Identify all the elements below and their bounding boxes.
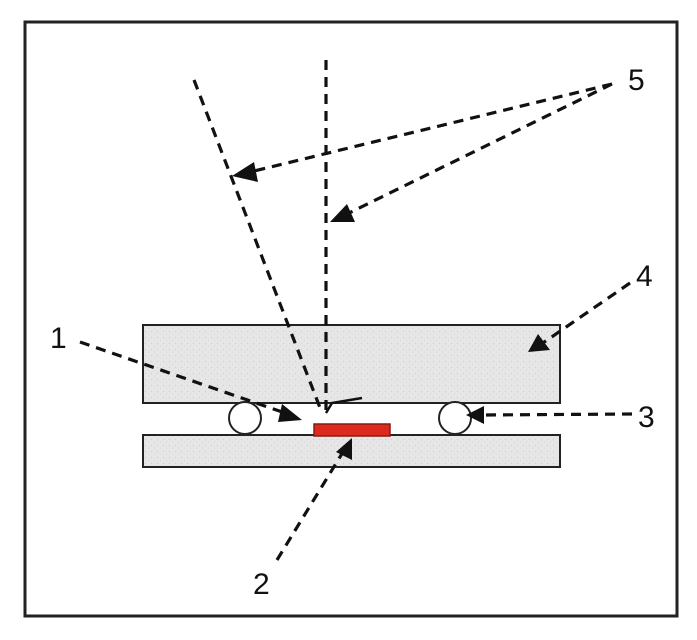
label-3: 3 — [638, 401, 655, 434]
leader-4 — [539, 281, 631, 347]
arrowhead-5a — [232, 162, 258, 182]
leader-3 — [481, 412, 633, 417]
arrowhead-2 — [336, 438, 352, 460]
upper-plate — [142, 324, 561, 404]
label-4: 4 — [636, 260, 653, 293]
spacer-ball-left — [228, 401, 262, 435]
reflected-beam — [324, 396, 363, 414]
leader-1 — [79, 340, 286, 415]
arrowhead-3 — [466, 406, 484, 424]
label-1: 1 — [50, 322, 67, 355]
leader-5b — [344, 82, 613, 217]
label-5: 5 — [628, 64, 645, 97]
sample-strip — [313, 423, 391, 437]
arrowhead-5b — [330, 204, 355, 222]
incident-beam — [192, 79, 324, 414]
label-2: 2 — [253, 568, 270, 601]
leader-2 — [275, 451, 345, 561]
arrowhead-4 — [528, 334, 550, 352]
outer-frame — [23, 20, 679, 618]
arrowhead-1 — [278, 404, 302, 422]
leader-5a — [249, 82, 613, 174]
spacer-ball-right — [438, 401, 472, 435]
